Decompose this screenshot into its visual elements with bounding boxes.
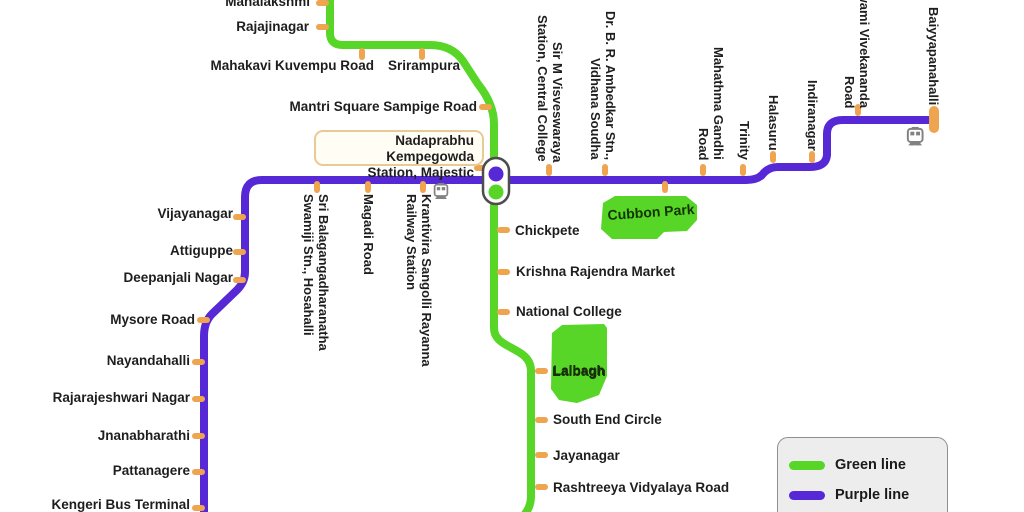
- green-line-swatch: [789, 460, 825, 470]
- railway-station-icon-baiyyapanahalli: [906, 126, 924, 147]
- station-marker-national-college: [497, 309, 510, 315]
- station-marker-south-end-circle: [535, 417, 548, 423]
- station-label-national-college: National College: [516, 304, 622, 319]
- station-label-chickpete: Chickpete: [515, 223, 580, 238]
- station-label-srirampura: Srirampura: [388, 58, 461, 73]
- cubbon-park-area: [601, 196, 697, 239]
- station-marker-krantivira-sangolli-rayanna: [420, 181, 426, 193]
- station-label-baiyyapanahalli: Baiyyapanahalli: [926, 6, 941, 105]
- station-label-rashtreeya-vidyalaya-road: Rashtreeya Vidyalaya Road: [553, 480, 730, 495]
- station-label-krantivira-sangolli-rayanna: Krantivira Sangolli Rayanna Railway Stat…: [404, 194, 434, 367]
- interchange-purple-dot: [488, 166, 504, 182]
- station-label-indiranagar: Indiranagar: [805, 80, 820, 151]
- station-marker-jnanabharathi: [192, 433, 205, 439]
- station-label-pattanagere: Pattanagere: [112, 463, 190, 478]
- station-label-trinity: Trinity: [737, 120, 752, 160]
- station-marker-pattanagere: [192, 469, 205, 475]
- station-marker-deepanjali-nagar: [233, 277, 246, 283]
- station-label-jnanabharathi: Jnanabharathi: [97, 428, 190, 443]
- interchange-green-dot: [488, 184, 504, 200]
- railway-station-icon-krantivira: [433, 182, 449, 200]
- station-marker-sri-balagangadharanatha: [314, 181, 320, 193]
- station-label-magadi-road: Magadi Road: [361, 194, 376, 275]
- station-marker-mahalakshmi: [316, 0, 329, 6]
- station-marker-kengeri-bus-terminal: [192, 505, 205, 511]
- station-marker-vijayanagar: [233, 214, 246, 220]
- station-marker-rajarajeshwari-nagar: [192, 396, 205, 402]
- station-marker-mantri-square: [479, 104, 492, 110]
- legend-label-purple: Purple line: [835, 487, 910, 503]
- station-label-nayandahalli: Nayandahalli: [106, 353, 190, 368]
- station-label-mahathma-gandhi-road: Mahathma Gandhi Road: [696, 47, 726, 160]
- terminus-marker-baiyyapanahalli: [929, 106, 939, 133]
- station-label-mantri-square: Mantri Square Sampige Road: [289, 99, 477, 114]
- station-label-rajarajeshwari-nagar: Rajarajeshwari Nagar: [52, 390, 190, 405]
- interchange-label: Nadaprabhu Kempegowda Station, Majestic: [367, 133, 474, 180]
- station-label-swami-vivekananda-road: Swami Vivekananda Road: [842, 0, 872, 108]
- station-marker-cubbon-park: [662, 181, 668, 193]
- station-label-south-end-circle: South End Circle: [553, 412, 662, 427]
- station-label-dr-br-ambedkar: Dr. B. R. Ambedkar Stn., Vidhana Soudha: [588, 10, 618, 160]
- station-marker-magadi-road: [365, 181, 371, 193]
- station-marker-swami-vivekananda-road: [855, 104, 861, 116]
- station-marker-mysore-road: [197, 317, 210, 323]
- station-marker-indiranagar: [809, 151, 815, 163]
- station-marker-chickpete: [497, 227, 510, 233]
- station-marker-rajajinagar: [316, 24, 329, 30]
- station-marker-jayanagar: [535, 452, 548, 458]
- station-marker-rashtreeya-vidyalaya-road: [535, 484, 548, 490]
- station-marker-sir-m-visveswaraya: [546, 164, 552, 176]
- station-label-mahakavi-kuvempu-road: Mahakavi Kuvempu Road: [210, 58, 374, 73]
- station-label-attiguppe: Attiguppe: [170, 243, 233, 258]
- station-label-mahalakshmi: Mahalakshmi: [225, 0, 310, 9]
- interchange-label-box: Nadaprabhu Kempegowda Station, Majestic: [314, 130, 484, 180]
- legend-item-purple-line: Purple line: [789, 480, 947, 510]
- station-label-rajajinagar: Rajajinagar: [236, 19, 309, 34]
- station-label-jayanagar: Jayanagar: [553, 448, 620, 463]
- lalbagh-label: Lalbagh: [552, 363, 606, 379]
- station-marker-nayandahalli: [192, 359, 205, 365]
- station-marker-krishna-rajendra-market: [497, 269, 510, 275]
- station-label-sri-balagangadharanatha: Sri Balagangadharanatha Swamiji Stn., Ho…: [301, 194, 331, 351]
- station-marker-mahakavi-kuvempu-road: [359, 48, 365, 60]
- purple-line-swatch: [789, 490, 825, 500]
- station-marker-halasuru: [770, 151, 776, 163]
- station-marker-srirampura: [419, 48, 425, 60]
- station-label-mysore-road: Mysore Road: [110, 312, 195, 327]
- station-label-krishna-rajendra-market: Krishna Rajendra Market: [516, 264, 676, 279]
- station-marker-lalbagh: [535, 368, 548, 374]
- station-label-sir-m-visveswaraya: Sir M Visveswaraya Station, Central Coll…: [535, 15, 565, 162]
- station-label-deepanjali-nagar: Deepanjali Nagar: [123, 270, 233, 285]
- purple-line-path: [200, 116, 931, 512]
- legend: Green line Purple line: [777, 437, 948, 512]
- legend-item-green-line: Green line: [789, 450, 947, 480]
- station-label-vijayanagar: Vijayanagar: [157, 206, 233, 221]
- station-label-lalbagh: Lalbagh: [553, 363, 605, 378]
- station-label-halasuru: Halasuru: [766, 95, 781, 151]
- legend-label-green: Green line: [835, 457, 906, 473]
- station-marker-trinity: [740, 164, 746, 176]
- station-label-kengeri-bus-terminal: Kengeri Bus Terminal: [51, 497, 190, 512]
- station-marker-attiguppe: [233, 249, 246, 255]
- station-marker-mahathma-gandhi-road: [700, 164, 706, 176]
- station-marker-dr-br-ambedkar: [602, 164, 608, 176]
- lalbagh-area: [551, 324, 607, 403]
